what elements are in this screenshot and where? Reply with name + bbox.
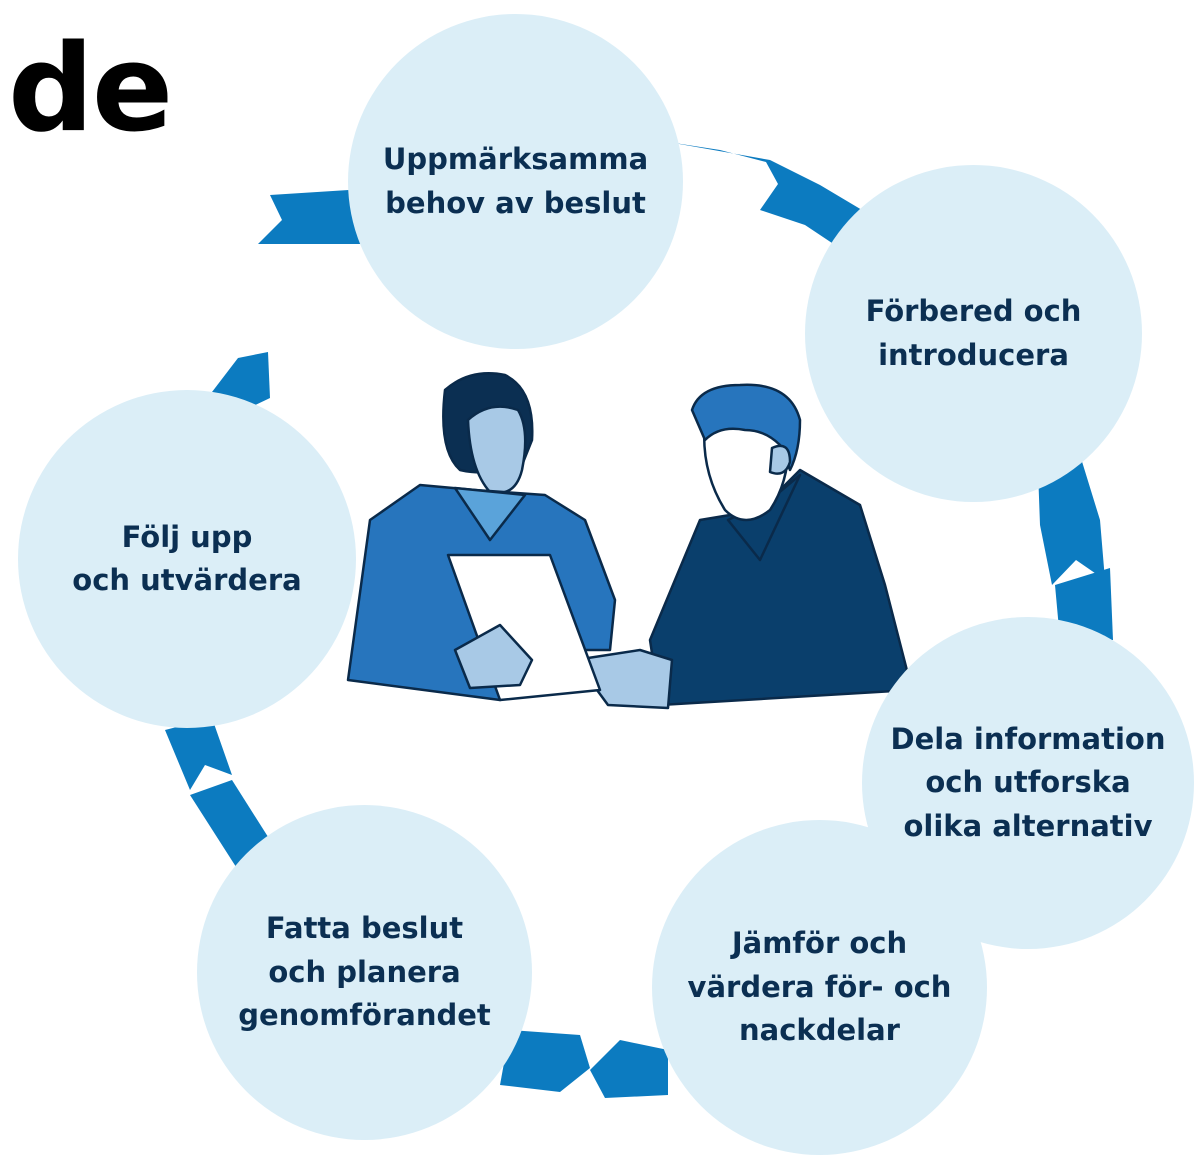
step-fatta-beslut: Fatta beslut och planera genomförandet <box>197 805 532 1140</box>
man-hand <box>573 648 674 710</box>
step-label: Dela information och utforska olika alte… <box>890 721 1166 843</box>
arrow-segment-left-bottom <box>190 780 270 870</box>
step-label: Jämför och värdera för- och nackdelar <box>687 926 952 1048</box>
arrow-segment-right <box>1038 455 1105 585</box>
arrow-segment-bottom <box>500 1030 590 1092</box>
arrow-segment-bottom-right <box>590 1040 668 1098</box>
man-body <box>648 468 914 707</box>
woman-face <box>466 405 527 495</box>
page-heading: de <box>8 20 173 159</box>
step-label: Följ upp och utvärdera <box>72 519 302 598</box>
step-uppmarksamma: Uppmärksamma behov av beslut <box>348 14 683 349</box>
woman-collar <box>453 486 527 542</box>
step-label: Fatta beslut och planera genomförandet <box>238 911 491 1033</box>
step-forbered: Förbered och introducera <box>805 165 1142 502</box>
woman-hand <box>453 623 534 690</box>
step-label: Förbered och introducera <box>865 294 1082 372</box>
arrow-segment-left-lower <box>165 718 232 790</box>
step-jamfor: Jämför och värdera för- och nackdelar <box>652 820 987 1155</box>
illustration <box>346 372 914 710</box>
man-hair <box>690 383 802 472</box>
step-label: Uppmärksamma behov av beslut <box>382 142 649 220</box>
step-folj-upp: Följ upp och utvärdera <box>18 390 356 728</box>
man-ear <box>768 444 792 475</box>
arrow-segment-top-right <box>668 142 862 245</box>
